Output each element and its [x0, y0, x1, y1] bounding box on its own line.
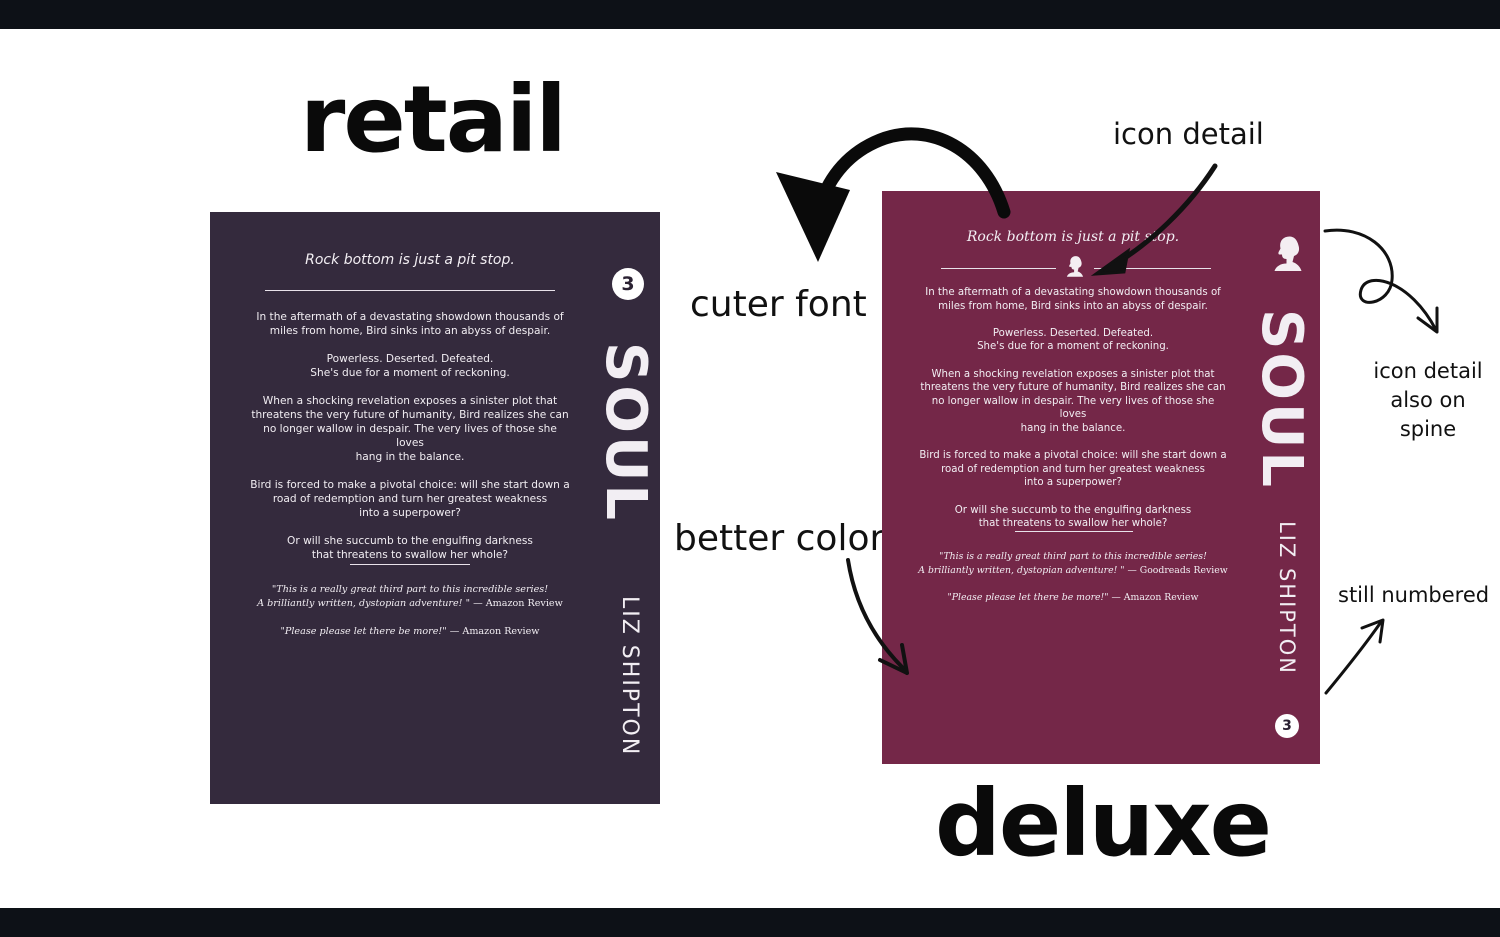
- blurb-line: Bird is forced to make a pivotal choice:…: [919, 450, 1227, 462]
- review-source: — Amazon Review: [473, 598, 563, 609]
- blurb-line: She's due for a moment of reckoning.: [310, 367, 510, 379]
- girl-silhouette-icon: [1066, 256, 1084, 277]
- blurb-line: Or will she succumb to the engulfing dar…: [287, 535, 533, 547]
- blurb-line: When a shocking revelation exposes a sin…: [931, 368, 1215, 380]
- blurb-line: into a superpower?: [359, 507, 461, 519]
- review-quote: A brilliantly written, dystopian adventu…: [257, 598, 471, 609]
- deluxe-top-divider-right: [1094, 268, 1211, 269]
- blurb-paragraph: When a shocking revelation exposes a sin…: [917, 368, 1229, 436]
- blurb-paragraph: Bird is forced to make a pivotal choice:…: [917, 449, 1229, 490]
- spine-icon-loop-arrow: [1323, 228, 1439, 334]
- icon-detail-arrow: [1090, 163, 1218, 276]
- blurb-line: She's due for a moment of reckoning.: [977, 341, 1169, 353]
- review: "Please please let there be more!" — Ama…: [240, 625, 580, 639]
- retail-top-divider: [265, 290, 555, 291]
- deluxe-top-divider-left: [941, 268, 1056, 269]
- review-quote: "This is a really great third part to th…: [271, 584, 549, 595]
- blurb-paragraph: Or will she succumb to the engulfing dar…: [917, 504, 1229, 531]
- blurb-line: Or will she succumb to the engulfing dar…: [954, 504, 1192, 516]
- retail-cover: Rock bottom is just a pit stop. In the a…: [210, 212, 660, 804]
- review-quote: A brilliantly written, dystopian adventu…: [918, 564, 1125, 576]
- icon-spine-note: icon detail also on spine: [1358, 357, 1498, 444]
- blurb-line: miles from home, Bird sinks into an abys…: [269, 325, 551, 337]
- icon-detail-note: icon detail: [1113, 117, 1264, 151]
- blurb-paragraph: Powerless. Deserted. Defeated. She's due…: [917, 327, 1229, 354]
- blurb-line: In the aftermath of a devastating showdo…: [925, 287, 1221, 298]
- review-quote: "Please please let there be more!": [947, 592, 1109, 604]
- review-source: — Amazon Review: [1111, 592, 1199, 604]
- blurb-line: Powerless. Deserted. Defeated.: [326, 353, 494, 365]
- retail-reviews: "This is a really great third part to th…: [240, 583, 580, 653]
- blurb-line: Powerless. Deserted. Defeated.: [992, 327, 1154, 339]
- bottom-letterbox-bar: [0, 908, 1500, 937]
- blurb-line: In the aftermath of a devastating showdo…: [256, 311, 564, 323]
- blurb-line: that threatens to swallow her whole?: [978, 518, 1168, 530]
- blurb-line: hang in the balance.: [355, 451, 465, 463]
- blurb-paragraph: In the aftermath of a devastating showdo…: [917, 286, 1229, 313]
- blurb-paragraph: Bird is forced to make a pivotal choice:…: [250, 478, 570, 520]
- retail-review-divider: [350, 564, 470, 565]
- blurb-line: miles from home, Bird sinks into an abys…: [938, 300, 1208, 312]
- retail-tagline: Rock bottom is just a pit stop.: [305, 252, 515, 268]
- retail-heading: retail: [300, 66, 567, 173]
- blurb-line: When a shocking revelation exposes a sin…: [262, 395, 558, 407]
- blurb-line: road of redemption and turn her greatest…: [272, 493, 548, 505]
- review-line: A brilliantly written, dystopian adventu…: [240, 597, 580, 611]
- blurb-line: Bird is forced to make a pivotal choice:…: [250, 479, 570, 491]
- review-quote: "Please please let there be more!": [280, 626, 447, 637]
- girl-silhouette-spine-icon: [1274, 236, 1302, 271]
- deluxe-blurb: In the aftermath of a devastating showdo…: [917, 286, 1229, 544]
- big-curved-arrow: [776, 127, 1011, 262]
- deluxe-review-divider: [1015, 531, 1133, 532]
- cuter-font-note: cuter font: [690, 284, 867, 325]
- review-line: "This is a really great third part to th…: [907, 550, 1239, 564]
- review: "Please please let there be more!" — Ama…: [907, 591, 1239, 605]
- blurb-paragraph: Or will she succumb to the engulfing dar…: [250, 534, 570, 562]
- blurb-line: road of redemption and turn her greatest…: [941, 463, 1205, 475]
- blurb-paragraph: When a shocking revelation exposes a sin…: [250, 394, 570, 464]
- blurb-paragraph: Powerless. Deserted. Defeated. She's due…: [250, 352, 570, 380]
- icon-spine-note-line: spine: [1399, 417, 1457, 441]
- blurb-line: hang in the balance.: [1020, 422, 1126, 434]
- top-letterbox-bar: [0, 0, 1500, 29]
- still-numbered-note: still numbered: [1338, 583, 1490, 607]
- blurb-line: into a superpower?: [1024, 477, 1122, 489]
- review-source: — Amazon Review: [449, 626, 540, 637]
- deluxe-tagline: Rock bottom is just a pit stop.: [966, 229, 1180, 245]
- review-line: "This is a really great third part to th…: [240, 583, 580, 597]
- blurb-line: that threatens to swallow her whole?: [311, 549, 509, 561]
- blurb-line: no longer wallow in despair. The very li…: [931, 395, 1215, 421]
- icon-spine-note-line: also on: [1390, 388, 1466, 412]
- blurb-line: threatens the very future of humanity, B…: [251, 409, 569, 421]
- deluxe-cover: Rock bottom is just a pit stop. In the a…: [882, 191, 1320, 764]
- blurb-line: threatens the very future of humanity, B…: [920, 382, 1226, 394]
- still-numbered-arrow: [1324, 618, 1385, 695]
- retail-series-number-badge: 3: [612, 268, 644, 300]
- blurb-paragraph: In the aftermath of a devastating showdo…: [250, 310, 570, 338]
- review-quote: "This is a really great third part to th…: [939, 551, 1207, 562]
- blurb-line: no longer wallow in despair. The very li…: [263, 423, 557, 449]
- deluxe-reviews: "This is a really great third part to th…: [907, 550, 1239, 619]
- deluxe-heading: deluxe: [935, 770, 1272, 877]
- retail-blurb: In the aftermath of a devastating showdo…: [250, 310, 570, 576]
- better-color-arrow: [846, 558, 909, 675]
- review: "This is a really great third part to th…: [907, 550, 1239, 577]
- icon-spine-note-line: icon detail: [1373, 359, 1483, 383]
- review: "This is a really great third part to th…: [240, 583, 580, 611]
- review-source: — Goodreads Review: [1127, 564, 1228, 576]
- deluxe-series-number-badge: 3: [1275, 714, 1299, 738]
- review-line: A brilliantly written, dystopian adventu…: [907, 564, 1239, 578]
- better-color-note: better color: [674, 518, 885, 559]
